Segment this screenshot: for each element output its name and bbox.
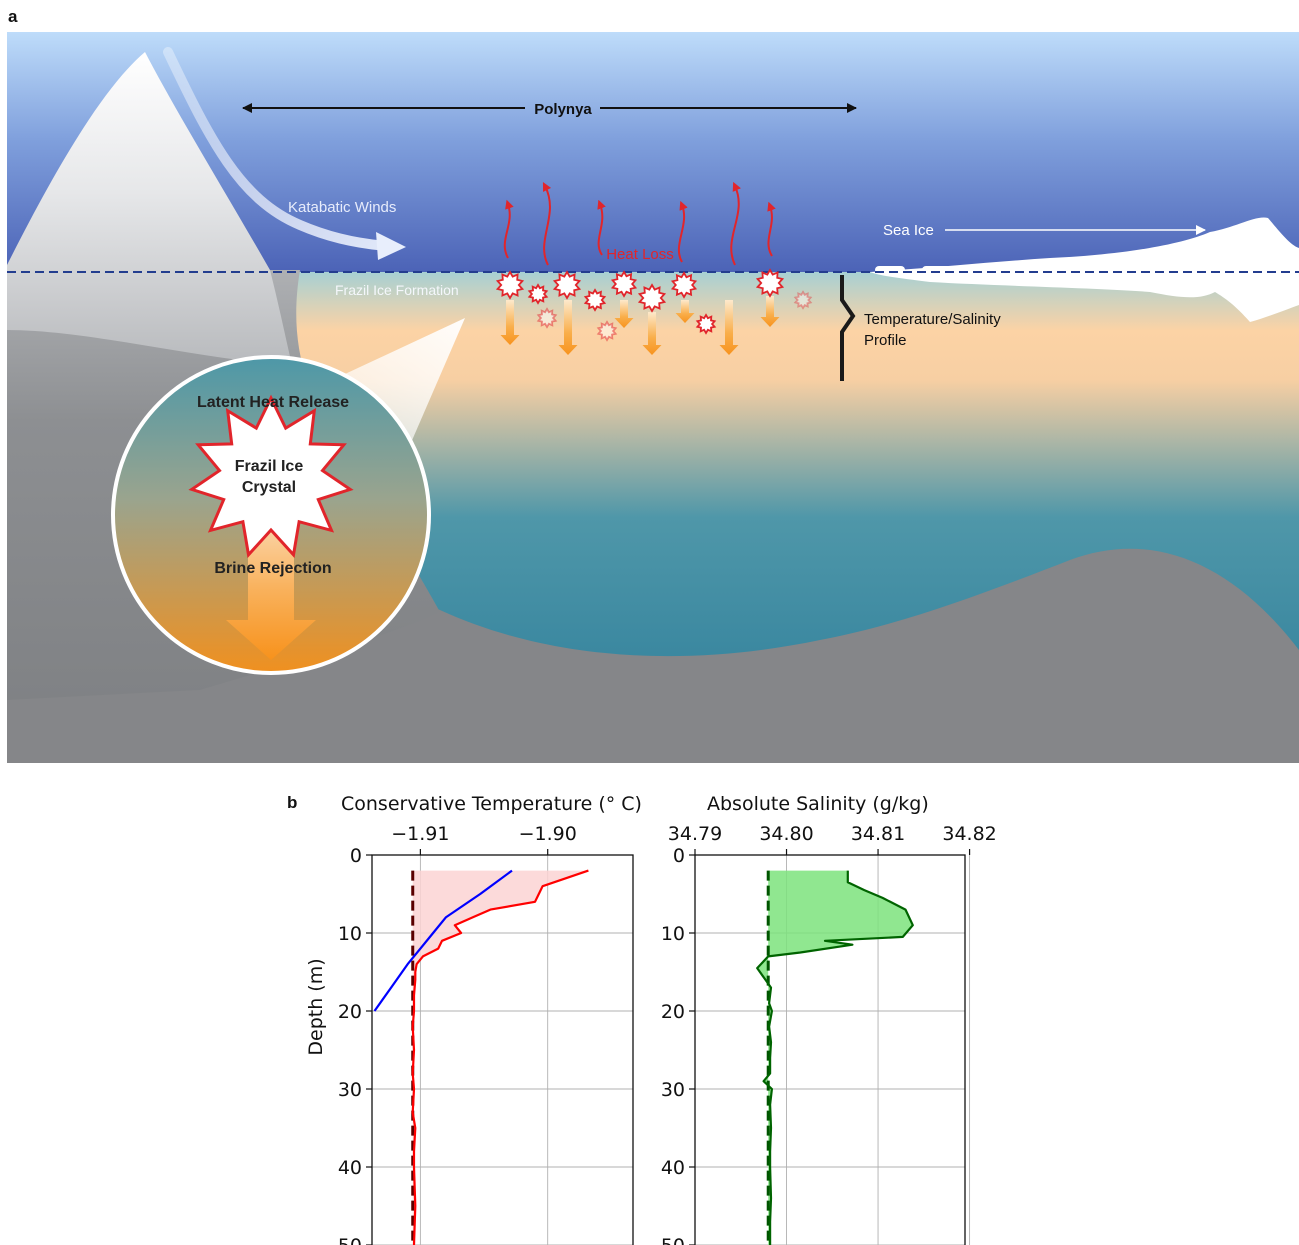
y-tick-label: 20 [661, 1001, 685, 1023]
sea-ice-shelf [870, 217, 1299, 322]
series-line [411, 869, 589, 1245]
brine-arrow [614, 300, 634, 328]
panel-b-label: b [287, 793, 297, 812]
axes-frame [371, 854, 634, 1245]
salinity-axis-title: Absolute Salinity (g/kg) [707, 793, 929, 815]
brine-arrow [719, 300, 739, 355]
heat-loss-arrow [597, 199, 606, 256]
brine-arrow [500, 300, 520, 345]
y-tick-label: 40 [661, 1157, 685, 1179]
y-tick-label: 50 [338, 1235, 362, 1245]
frazil-crystal [536, 307, 558, 329]
frazil-crystal [637, 283, 667, 313]
brine-rejection-label: Brine Rejection [214, 560, 331, 577]
brine-arrow [675, 300, 695, 323]
sea-ice-label: Sea Ice [883, 222, 934, 239]
heat-loss-label: Heat Loss [606, 246, 674, 263]
y-tick-label: 10 [338, 923, 362, 945]
temperature-axis-title: Conservative Temperature (° C) [341, 793, 642, 815]
katabatic-wind-arrow [163, 47, 393, 251]
x-tick-label: 34.81 [851, 823, 905, 845]
heat-loss-arrow [677, 200, 688, 263]
frazil-crystal [583, 288, 607, 312]
frazil-crystal-label-line2: Crystal [242, 479, 296, 496]
polynya-label: Polynya [534, 101, 592, 118]
frazil-crystals [495, 268, 813, 342]
salinity-profile-chart: 34.79 34.80 34.81 34.82 0 10 20 30 40 50 [661, 823, 997, 1245]
brine-arrow [558, 300, 578, 355]
katabatic-winds-label: Katabatic Winds [288, 199, 396, 216]
heat-loss-arrow [767, 201, 776, 257]
series-line [756, 870, 914, 1245]
x-tick-label: −1.91 [391, 823, 449, 845]
series-line [373, 869, 513, 1012]
x-tick-label: 34.82 [942, 823, 996, 845]
y-tick-label: 40 [338, 1157, 362, 1179]
frazil-ice-formation-label: Frazil Ice Formation [335, 282, 459, 298]
x-tick-label: 34.79 [668, 823, 722, 845]
anomaly-fill [757, 870, 913, 1245]
heat-loss-arrow [503, 199, 514, 259]
y-tick-label: 10 [661, 923, 685, 945]
zoom-circle-border [111, 355, 431, 675]
panel-a-label: a [8, 7, 18, 26]
latent-heat-label: Latent Heat Release [197, 394, 349, 411]
frazil-crystal [755, 268, 785, 298]
brine-arrow [760, 296, 780, 327]
y-tick-label: 30 [338, 1079, 362, 1101]
ts-profile-bracket [840, 275, 856, 381]
brine-arrows [500, 296, 780, 355]
zoom-circle: Latent Heat Release Frazil Ice Crystal B… [111, 355, 431, 675]
katabatic-wind-arrowhead [376, 232, 406, 260]
y-tick-label: 0 [350, 845, 362, 867]
frazil-crystal [596, 320, 618, 342]
ts-profile-label-line2: Profile [864, 332, 907, 349]
axes-frame [694, 854, 966, 1245]
ts-profile-label-line1: Temperature/Salinity [864, 311, 1001, 328]
sea-ice-floe [922, 266, 960, 275]
frazil-crystal [610, 270, 638, 298]
frazil-crystal-label-line1: Frazil Ice [235, 458, 304, 475]
frazil-crystal [527, 283, 549, 305]
frazil-crystal [695, 313, 717, 335]
x-tick-label: −1.90 [519, 823, 577, 845]
x-tick-label: 34.80 [759, 823, 813, 845]
frazil-crystal [495, 270, 525, 300]
temperature-profile-chart: −1.91 −1.90 0 10 20 30 40 50 [338, 823, 634, 1245]
ice-mountain [7, 52, 292, 365]
frazil-crystal-large [188, 394, 354, 559]
brine-arrow [642, 312, 662, 355]
frazil-crystal [793, 290, 813, 310]
frazil-crystal [670, 271, 698, 299]
y-tick-label: 20 [338, 1001, 362, 1023]
heat-loss-arrow [730, 181, 741, 266]
frazil-crystal [552, 270, 582, 300]
anomaly-fill [412, 870, 589, 1245]
y-tick-label: 0 [673, 845, 685, 867]
heat-loss-arrow [542, 182, 552, 266]
y-tick-label: 30 [661, 1079, 685, 1101]
depth-axis-label: Depth (m) [305, 958, 327, 1055]
heat-loss-arrows [503, 181, 776, 266]
y-tick-label: 50 [661, 1235, 685, 1245]
